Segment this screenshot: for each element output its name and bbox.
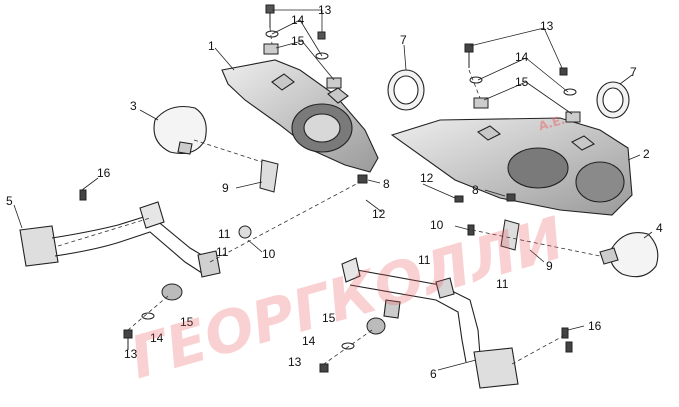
callout-14-right-bottom: 14 — [302, 334, 316, 348]
callout-15-right-top: 15 — [515, 75, 529, 89]
callout-1: 1 — [208, 39, 215, 53]
callout-13-right-bottom: 13 — [288, 355, 302, 369]
callout-11-left-b: 11 — [216, 245, 229, 259]
callout-14-right-top: 14 — [515, 50, 529, 64]
callout-13-right-top: 13 — [540, 19, 554, 33]
callout-12-left: 12 — [372, 207, 386, 221]
callout-7-left: 7 — [400, 33, 407, 47]
callout-3-label: 3 — [130, 99, 137, 113]
left-indicator-part-3 — [153, 105, 207, 155]
alignment-lines — [57, 27, 601, 365]
callout-7-right: 7 — [630, 65, 637, 79]
callout-15-right-bottom: 15 — [322, 311, 336, 325]
right-housing-part-2 — [390, 117, 633, 216]
left-top-fasteners — [263, 4, 368, 184]
callout-14-left-bottom: 14 — [150, 331, 164, 345]
left-lens-part-7 — [387, 69, 425, 111]
right-indicator-part-4 — [599, 232, 659, 278]
callout-16-left: 16 — [97, 166, 111, 180]
callout-labels: 1 2 3 4 5 6 7 7 8 8 9 9 10 10 11 11 11 1… — [6, 3, 663, 381]
callout-8-left: 8 — [383, 177, 390, 191]
callout-9-right: 9 — [546, 259, 553, 273]
left-housing-part-1 — [221, 59, 379, 173]
callout-16-right: 16 — [588, 319, 602, 333]
callout-8-right: 8 — [472, 183, 479, 197]
right-fasteners — [319, 43, 581, 373]
callout-9-left: 9 — [222, 181, 229, 195]
callout-11-left-a: 11 — [218, 227, 231, 241]
callout-15-left-bottom: 15 — [180, 315, 194, 329]
callout-12-right: 12 — [420, 171, 434, 185]
callout-13-left-bottom: 13 — [124, 347, 138, 361]
right-lens-part-7 — [596, 81, 630, 119]
leader-lines — [13, 9, 653, 371]
callout-10-right: 10 — [430, 218, 444, 232]
callout-15-left-top: 15 — [291, 34, 305, 48]
callout-5: 5 — [6, 194, 13, 208]
right-bracket-part-6 — [341, 257, 519, 389]
callout-13-left-top: 13 — [318, 3, 332, 17]
callout-14-left-top: 14 — [291, 13, 305, 27]
left-bracket-part-5 — [19, 201, 221, 278]
callout-10-left: 10 — [262, 247, 276, 261]
callout-11-right-a: 11 — [418, 253, 431, 267]
callout-2: 2 — [643, 147, 650, 161]
callout-6: 6 — [430, 367, 437, 381]
left-lower-fasteners — [79, 159, 279, 350]
callout-11-right-b: 11 — [496, 277, 509, 291]
callout-4: 4 — [656, 221, 663, 235]
